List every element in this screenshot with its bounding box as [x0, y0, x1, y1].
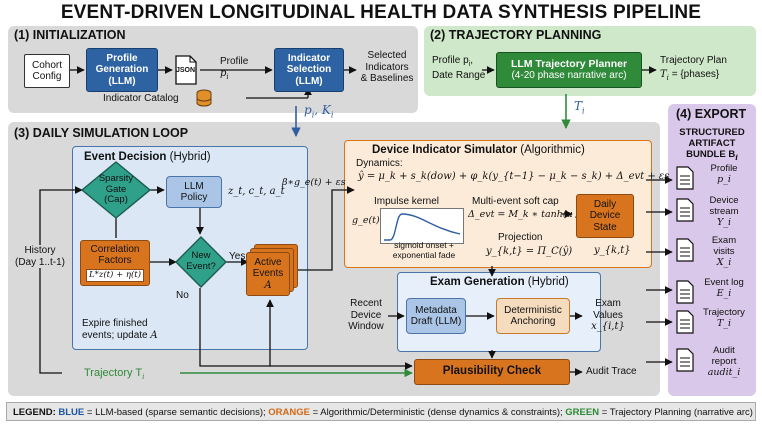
cohort-config-box: Cohort Config	[24, 54, 70, 88]
export-title: (4) EXPORT	[676, 107, 747, 121]
yes-label: Yes	[229, 251, 246, 262]
active-events-box: Active Events A	[246, 252, 290, 296]
daily-simulation-title: (3) DAILY SIMULATION LOOP	[14, 126, 189, 140]
llm-trajectory-planner-box: LLM Trajectory Planner (4-20 phase narra…	[496, 52, 642, 88]
deterministic-anchoring-box: Deterministic Anchoring	[496, 298, 570, 334]
impulse-ge-label: g_e(t)	[352, 215, 380, 226]
document-icon	[676, 238, 694, 262]
ykt-label: y_{k,t}	[594, 245, 631, 256]
sparsity-gate-label: Sparsity Gate (Cap)	[98, 172, 134, 206]
database-icon	[196, 89, 212, 107]
sparsity-gate-diamond	[80, 161, 152, 219]
expire-events-label: Expire finished events; update A	[82, 318, 158, 341]
new-event-diamond	[175, 236, 227, 288]
projection-label: Projection	[498, 232, 543, 243]
device-simulator-title: Device Indicator Simulator (Algorithmic)	[372, 144, 585, 156]
daily-device-state-box: Daily Device State	[576, 194, 634, 238]
impulse-kernel-plot	[380, 208, 464, 244]
artifact-bundle-label: STRUCTURED ARTIFACT BUNDLE Bi	[679, 127, 745, 162]
profile-generation-box: Profile Generation (LLM)	[86, 48, 158, 92]
initialization-title: (1) INITIALIZATION	[14, 28, 126, 42]
recent-device-window-label: Recent Device Window	[348, 298, 384, 332]
softcap-equation: Δ_evt = M_k ∗ tanh(u / M_k)	[468, 209, 606, 220]
policy-outputs-label: z_t, c_t, a_t	[228, 186, 285, 197]
json-file-icon	[175, 55, 197, 85]
export-item-symbol: p_i	[717, 173, 731, 185]
export-item-label: Trajectory	[703, 307, 745, 318]
trajectory-inputs-label: Profile pi,Date Range	[432, 55, 486, 82]
json-label: JSON	[176, 67, 196, 74]
llm-policy-box: LLM Policy	[166, 176, 222, 208]
metadata-draft-box: Metadata Draft (LLM)	[406, 298, 466, 334]
softcap-label: Multi-event soft cap	[472, 196, 559, 207]
export-item-symbol: X_i	[716, 256, 732, 268]
page-title: EVENT-DRIVEN LONGITUDINAL HEALTH DATA SY…	[60, 2, 702, 23]
export-item-label: Device stream	[709, 195, 739, 217]
event-decision-title: Event Decision (Hybrid)	[84, 151, 211, 163]
export-item-label: Profile	[710, 163, 738, 174]
exam-generation-title: Exam Generation (Hybrid)	[430, 276, 569, 288]
profile-indicator-flow-label: pi, Ki	[304, 103, 334, 120]
projection-equation: y_{k,t} = Π_C(ŷ)	[486, 246, 573, 257]
audit-trace-label: Audit Trace	[586, 366, 637, 377]
correlation-factors-box: Correlation Factors L*z(t) + η(t)	[80, 240, 150, 286]
document-icon	[676, 348, 694, 372]
legend: LEGEND: BLUE = LLM-based (sparse semanti…	[6, 402, 756, 421]
export-item-symbol: E_i	[716, 287, 732, 299]
dynamics-equation: ŷ = μ_k + s_k(dow) + φ_k(y_{t−1} − μ_k −…	[358, 171, 670, 182]
document-icon	[676, 198, 694, 222]
impulse-kernel-label: Impulse kernel	[374, 196, 440, 207]
trajectory-ti-label: Ti	[574, 99, 585, 116]
selected-indicators-label: Selected Indicators & Baselines	[360, 50, 414, 84]
export-item-symbol: T_i	[716, 317, 732, 329]
indicator-selection-box: Indicator Selection (LLM)	[274, 48, 344, 92]
export-item-symbol: Y_i	[716, 216, 732, 228]
export-item-label: Exam visits	[711, 235, 737, 257]
new-event-label: New Event?	[186, 250, 216, 272]
document-icon	[676, 310, 694, 334]
export-item-label: Audit report	[711, 345, 737, 367]
dynamics-label: Dynamics:	[356, 158, 403, 169]
plausibility-check-box: Plausibility Check	[414, 359, 570, 385]
indicator-catalog-label: Indicator Catalog	[103, 93, 179, 104]
trajectory-planning-title: (2) TRAJECTORY PLANNING	[430, 28, 602, 42]
no-label: No	[176, 290, 189, 301]
document-icon	[676, 166, 694, 190]
sigmoid-label: sigmoid onset + exponential fade	[392, 240, 456, 260]
export-item-label: Event log	[704, 277, 744, 288]
event-impulse-formula: β∗g_e(t) + εs	[282, 177, 346, 188]
export-item-symbol: audit_i	[707, 366, 741, 378]
trajectory-loop-label: Trajectory Ti	[82, 367, 147, 382]
document-icon	[676, 280, 694, 304]
history-label: History (Day 1..t-1)	[12, 245, 68, 268]
